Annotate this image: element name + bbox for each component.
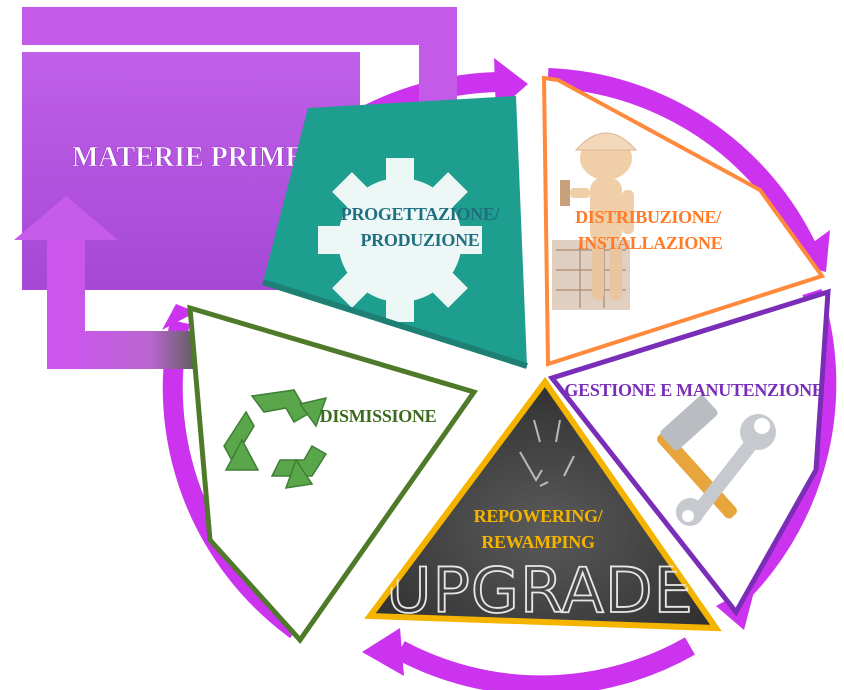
stage-dismissione-sector <box>187 304 479 645</box>
stage-dismissione: DISMISSIONE <box>187 304 479 645</box>
stage-progettazione: PROGETTAZIONE/ PRODUZIONE <box>262 96 528 369</box>
stage-progettazione-line1: PROGETTAZIONE/ <box>341 204 501 224</box>
stage-repowering: UPGRADE REPOWERING/ REWAMPING <box>364 376 722 632</box>
gear-icon <box>318 158 482 322</box>
cycle-arrow-top-right <box>547 68 818 255</box>
cycle-arrow-bottom <box>395 637 695 690</box>
stage-distribuzione-line2: INSTALLAZIONE <box>578 233 723 253</box>
stage-repowering-sector <box>364 376 722 632</box>
stage-progettazione-line2: PRODUZIONE <box>360 230 479 250</box>
stage-distribuzione-line1: DISTRIBUZIONE/ <box>575 207 722 227</box>
return-arrowhead-up <box>14 196 118 240</box>
stage-gestione: GESTIONE E MANUTENZIONE <box>547 288 831 617</box>
stage-gestione-sector <box>547 288 831 617</box>
cycle-arrowhead-left <box>162 304 196 330</box>
stage-repowering-line2: REWAMPING <box>481 532 595 552</box>
worker-icon <box>552 132 638 310</box>
chalkboard-icon: UPGRADE <box>385 419 694 628</box>
recycle-icon <box>223 389 328 489</box>
materie-prime-label: MATERIE PRIME <box>72 142 304 173</box>
tools-icon <box>657 395 776 526</box>
stage-dismissione-line1: DISMISSIONE <box>320 406 437 426</box>
stage-repowering-line1: REPOWERING/ <box>474 506 604 526</box>
stage-distribuzione: DISTRIBUZIONE/ INSTALLAZIONE <box>541 75 826 367</box>
chalkboard-text: UPGRADE <box>386 554 694 627</box>
cycle-arrowhead-bottom <box>362 628 404 676</box>
stage-gestione-line1: GESTIONE E MANUTENZIONE <box>564 380 823 400</box>
return-arrow <box>47 230 220 369</box>
